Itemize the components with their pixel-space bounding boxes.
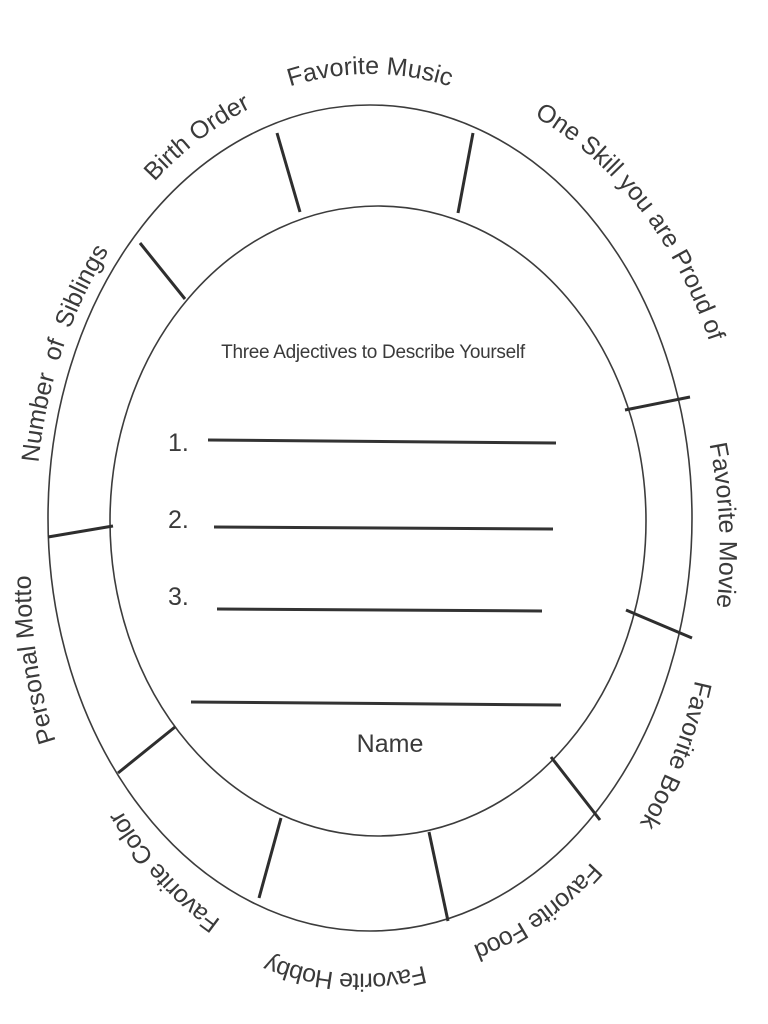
divider-hobby-color bbox=[257, 817, 283, 899]
divider-color-motto bbox=[117, 725, 176, 775]
adjective-number-1: 1. bbox=[168, 429, 189, 457]
inner-circle-border bbox=[109, 205, 647, 837]
label-favorite-music: Favorite Music bbox=[284, 52, 456, 92]
divider-food-hobby bbox=[427, 831, 450, 922]
ring-segments[interactable] bbox=[48, 117, 698, 930]
label-personal-motto: Personal Motto bbox=[9, 575, 62, 747]
adjective-line-1[interactable] bbox=[207, 438, 557, 445]
divider-movie-book bbox=[625, 608, 693, 640]
segment-dividers bbox=[47, 132, 693, 922]
divider-book-food bbox=[549, 756, 602, 821]
adjective-number-2: 2. bbox=[168, 506, 189, 534]
name-line[interactable] bbox=[190, 700, 562, 707]
divider-skill-movie bbox=[624, 395, 691, 412]
divider-motto-siblings bbox=[47, 524, 114, 539]
label-favorite-hobby: Favorite Hobby bbox=[260, 950, 429, 996]
segment-favorite-music[interactable] bbox=[277, 117, 473, 214]
adjective-number-3: 3. bbox=[168, 583, 189, 611]
segment-favorite-hobby[interactable] bbox=[259, 818, 448, 929]
adjective-line-3[interactable] bbox=[216, 607, 543, 613]
divider-music-skill bbox=[456, 132, 475, 214]
segment-one-skill[interactable] bbox=[458, 133, 690, 410]
divider-birth-music bbox=[275, 132, 302, 213]
center-title: Three Adjectives to Describe Yourself bbox=[221, 342, 526, 363]
adjective-line-2[interactable] bbox=[213, 525, 554, 531]
outer-ring-border bbox=[47, 104, 693, 932]
segment-personal-motto[interactable] bbox=[48, 526, 175, 773]
divider-siblings-birth bbox=[138, 242, 187, 300]
label-favorite-movie: Favorite Movie bbox=[704, 440, 742, 609]
segment-favorite-movie[interactable] bbox=[625, 397, 698, 638]
name-label: Name bbox=[357, 730, 424, 758]
